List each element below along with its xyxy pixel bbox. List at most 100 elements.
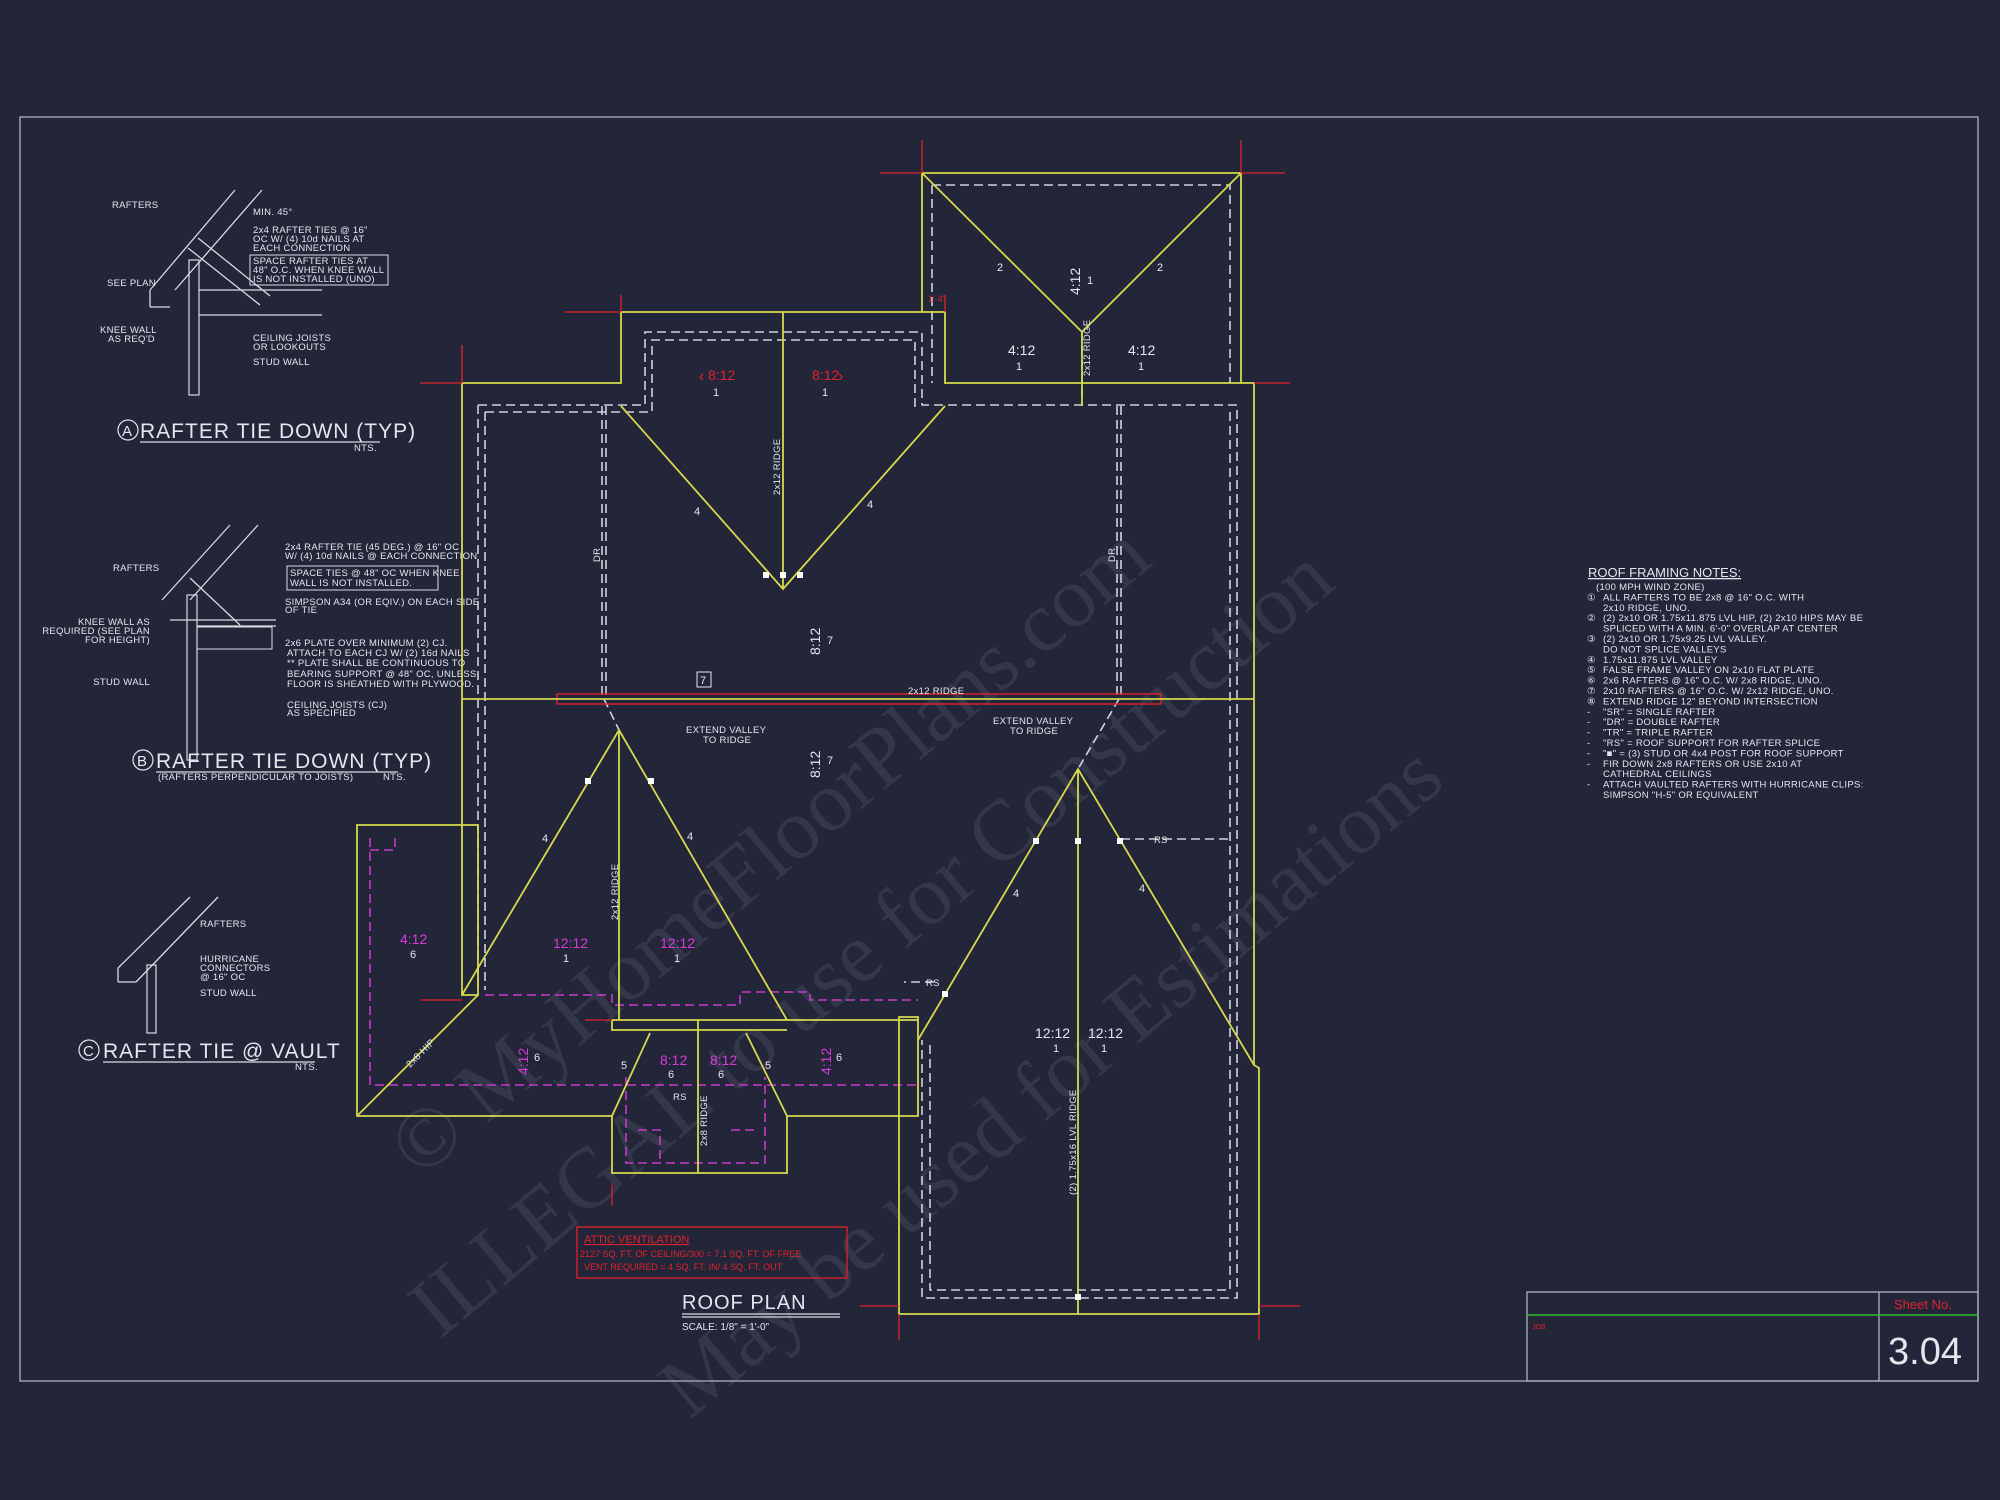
dr-label: DR [592,548,603,562]
detail-b-plate: FLOOR IS SHEATHED WITH PLYWOOD. [287,679,474,690]
ridge-label: 2x8 RIDGE [699,1095,710,1146]
ridge-label: 2x12 RIDGE [610,864,621,920]
ref-marker: 4 [867,499,873,511]
note-marker: ⑤ [1587,665,1596,676]
detail-a-stud-wall: STUD WALL [253,357,310,368]
note-marker: ⑥ [1587,676,1596,687]
note-line: "SR" = SINGLE RAFTER [1603,707,1715,718]
detail-a-ties: 2x4 RAFTER TIES @ 16" [253,225,368,236]
detail-b-simpson: SIMPSON A34 (OR EQIV.) ON EACH SIDE [285,597,479,608]
detail-c-marker-circle [78,1039,100,1061]
detail-a-ties: EACH CONNECTION [253,243,350,254]
ref-marker: 4 [542,833,548,845]
note-marker: ② [1587,613,1596,624]
attic-ventilation-box: ATTIC VENTILATION 2127 SQ. FT. OF CEILIN… [576,1226,848,1279]
detail-c-stud-wall: STUD WALL [200,988,257,999]
detail-c-title: RAFTER TIE @ VAULT [103,1040,341,1063]
ref-marker: 1 [563,953,569,965]
ref-marker: 1 [674,953,680,965]
detail-b-tie: W/ (4) 10d NAILS @ EACH CONNECTION [285,551,477,562]
note-line: EXTEND RIDGE 12" BEYOND INTERSECTION [1603,696,1818,707]
note-line: "DR" = DOUBLE RAFTER [1603,717,1720,728]
dimension-label: 1'-4" [928,294,946,304]
ref-marker: 6 [836,1052,842,1064]
note-box-number: 7 [700,675,706,687]
detail-a-marker: A [122,423,132,440]
ref-marker: 5 [765,1060,771,1072]
valley-lines [461,728,788,1021]
note-marker: - [1587,748,1590,759]
attic-line: VENT REQUIRED = 4 SQ. FT. IN/ 4 SQ. FT. … [584,1262,783,1272]
detail-c-scale: NTS. [295,1062,318,1073]
ref-marker: 1 [822,387,828,399]
detail-b-scale: NTS. [383,772,406,783]
detail-a-title: RAFTER TIE DOWN (TYP) [140,420,416,443]
note-line: SIMPSON "H-5" OR EQUIVALENT [1603,790,1759,801]
extend-valley-label: TO RIDGE [703,735,751,746]
note-line: (2) 2x10 OR 1.75x11.875 LVL HIP, (2) 2x1… [1603,613,1863,624]
note-line: 2x6 RAFTERS @ 16" O.C. W/ 2x8 RIDGE, UNO… [1603,676,1823,687]
ref-marker: 5 [621,1060,627,1072]
ref-marker: 1 [1101,1043,1107,1055]
note-line: 2x10 RAFTERS @ 16" O.C. W/ 2x12 RIDGE, U… [1603,686,1834,697]
vault-slope-label: 8:12 [710,1052,737,1068]
detail-b-subtitle: (RAFTERS PERPENDICULAR TO JOISTS) [158,772,353,783]
rs-label: RS [673,1092,687,1103]
ref-marker: 7 [827,635,833,647]
detail-a-min-angle: MIN. 45° [253,207,292,218]
detail-b-rafters: RAFTERS [113,563,159,574]
note-box [696,671,712,688]
dimension-marks: 1'-4" [420,140,1300,1340]
sheet-border [19,116,1979,1382]
valley-lines [620,312,946,591]
ridge-label: 2x12 RIDGE [772,439,783,495]
note-line: (100 MPH WIND ZONE) [1596,582,1705,593]
ref-marker: 1 [713,387,719,399]
detail-a-ties: OC W/ (4) 10d NAILS AT [253,234,364,245]
vault-slope-label: 4:12 [515,1048,531,1075]
slope-label: 8:12 [708,367,735,383]
note-marker: - [1587,759,1590,770]
double-rafter-line [601,406,1122,699]
detail-a-marker-circle [117,419,139,441]
detail-c-hurricane: HURRICANE [200,954,259,965]
ref-marker: 2 [997,262,1003,274]
detail-b-marker-circle [132,749,154,771]
slope-label: 4:12 [1008,342,1035,358]
plan-scale: SCALE: 1/8" = 1'-0" [682,1322,770,1333]
slope-arrow-right-icon: › [838,368,843,385]
extend-valley-label: EXTEND VALLEY [993,716,1074,727]
sheet-no-label: Sheet No. [1894,1297,1952,1312]
note-line: DO NOT SPLICE VALLEYS [1603,644,1727,655]
detail-a-ceiling-joists: CEILING JOISTS [253,333,331,344]
attic-line: 2127 SQ. FT. OF CEILING/300 = 7.1 SQ. FT… [580,1249,801,1259]
detail-a-see-plan: SEE PLAN [107,278,156,289]
ref-marker: 2 [1157,262,1163,274]
note-line: "RS" = ROOF SUPPORT FOR RAFTER SPLICE [1603,738,1820,749]
ridge-label: 2x12 RIDGE [1082,320,1093,376]
vault-slope-label: 4:12 [818,1048,834,1075]
note-line: ALL RAFTERS TO BE 2x8 @ 16" O.C. WITH [1603,592,1804,603]
detail-b-title: RAFTER TIE DOWN (TYP) [156,750,432,773]
detail-c-marker: C [83,1043,94,1060]
note-marker: ③ [1587,634,1596,645]
detail-b-ceiling-joists: AS SPECIFIED [287,708,356,719]
slope-label: 8:12 [812,367,839,383]
vault-slope-label: 12:12 [660,935,695,951]
detail-b-plate: ATTACH TO EACH CJ W/ (2) 16d NAILS [287,648,470,659]
rs-label: RS [926,978,940,989]
roof-framing-notes: ROOF FRAMING NOTES: (100 MPH WIND ZONE)①… [1587,565,1863,801]
detail-b-simpson: OF TIE [285,605,317,616]
hip-lines [921,172,1242,406]
wall-line [484,339,1231,1291]
extend-valley-label: EXTEND VALLEY [686,725,767,736]
slope-label: 12:12 [1035,1025,1070,1041]
dr-label: DR [1107,548,1118,562]
detail-b-stud-wall: STUD WALL [93,677,150,688]
note-line: "■" = (3) STUD OR 4x4 POST FOR ROOF SUPP… [1603,748,1844,759]
detail-a: RAFTERS MIN. 45° 2x4 RAFTER TIES @ 16" O… [100,189,416,454]
detail-a-note-box: 48" O.C. WHEN KNEE WALL [253,265,384,276]
vault-line [369,838,918,1086]
detail-c-hurricane: CONNECTORS [200,963,270,974]
note-marker: - [1587,728,1590,739]
